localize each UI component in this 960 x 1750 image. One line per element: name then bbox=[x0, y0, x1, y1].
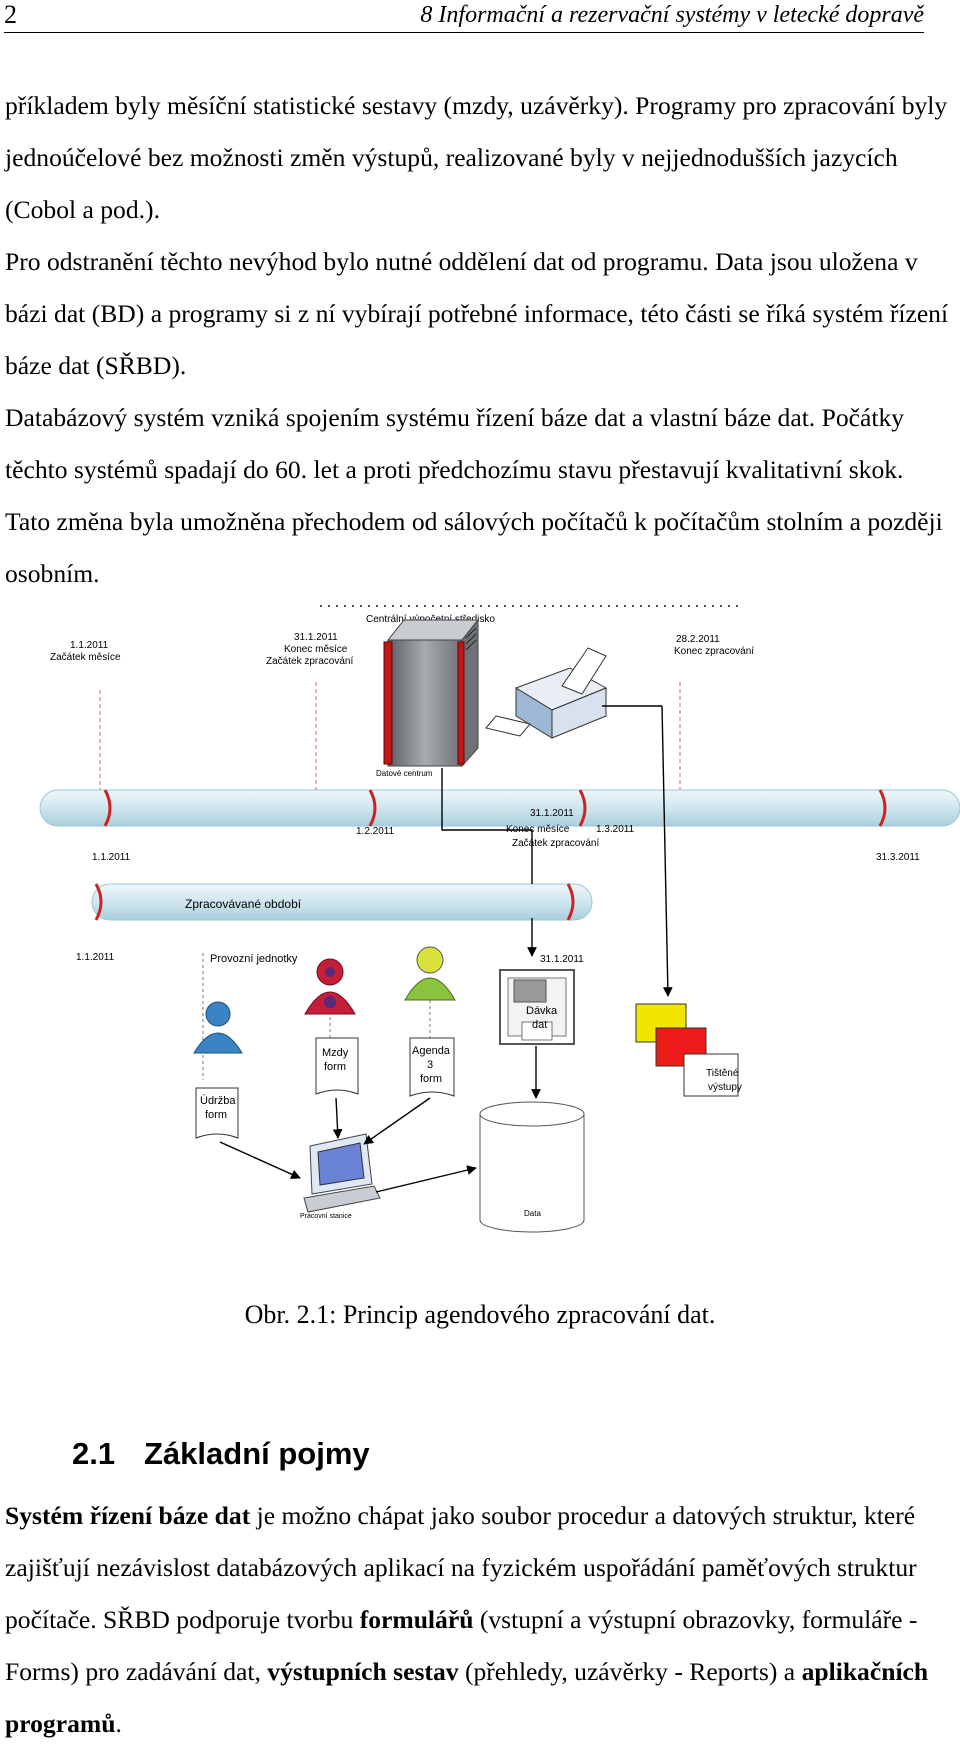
section-title: Základní pojmy bbox=[144, 1436, 370, 1471]
form-maintenance-icon bbox=[195, 1087, 239, 1139]
form-agenda-icon bbox=[409, 1037, 455, 1097]
date-label: 31.1.2011 bbox=[294, 632, 338, 643]
term-bold: výstupních sestav bbox=[267, 1657, 459, 1686]
marker bbox=[878, 789, 887, 827]
text-run: je možno chápat jako soubor procedur a d… bbox=[5, 1501, 917, 1634]
label-units: Provozní jednotky bbox=[210, 953, 298, 965]
marker bbox=[368, 789, 377, 827]
form-label: Agenda bbox=[412, 1045, 451, 1057]
flow-arrow bbox=[363, 1097, 431, 1145]
page-header: 2 8 Informační a rezervační systémy v le… bbox=[4, 0, 924, 33]
text-run: (vstupní a výstupní obrazovky, formuláře… bbox=[5, 1605, 918, 1686]
intro-text: příkladem byly měsíční statistické sesta… bbox=[5, 80, 950, 600]
date-label: 1.1.2011 bbox=[92, 852, 131, 863]
batch-label: dat bbox=[532, 1019, 547, 1031]
date-label: Začátek měsíce bbox=[50, 652, 121, 663]
form-label: Mzdy bbox=[322, 1047, 349, 1059]
paragraph: Pro odstranění těchto nevýhod bylo nutné… bbox=[5, 247, 949, 380]
running-title: 8 Informační a rezervační systémy v lete… bbox=[420, 2, 924, 28]
printed-label: Tištěné bbox=[706, 1068, 739, 1079]
page-number: 2 bbox=[4, 0, 17, 29]
section-number: 2.1 bbox=[72, 1436, 116, 1471]
database-icon bbox=[479, 1101, 585, 1233]
mainframe-server-icon bbox=[383, 618, 480, 768]
batch-label: Dávka bbox=[526, 1005, 558, 1017]
section-heading: 2.1 Základní pojmy bbox=[72, 1434, 370, 1474]
label-data: Data bbox=[524, 1209, 541, 1218]
flow-arrow bbox=[375, 1165, 477, 1193]
date-label: Začátek zpracování bbox=[512, 838, 599, 849]
marker bbox=[103, 789, 112, 827]
figure-agenda-processing: Centrální výpočetní středisko Zpracováva… bbox=[39, 605, 960, 1233]
person-blue-icon bbox=[193, 1001, 243, 1054]
date-label: 1.3.2011 bbox=[596, 824, 635, 835]
date-label: 31.1.2011 bbox=[540, 954, 584, 965]
label-data-center: Datové centrum bbox=[376, 769, 433, 778]
date-label: Konec zpracování bbox=[674, 646, 754, 657]
text-run: . bbox=[115, 1709, 122, 1738]
date-label: 1.1.2011 bbox=[70, 640, 109, 651]
term-bold: Systém řízení báze dat bbox=[5, 1501, 251, 1530]
paragraph: příkladem byly měsíční statistické sesta… bbox=[5, 91, 948, 224]
date-label: Začátek zpracování bbox=[266, 656, 353, 667]
flow-arrow bbox=[332, 1097, 343, 1139]
marker bbox=[566, 883, 575, 921]
form-label: 3 bbox=[427, 1059, 433, 1071]
date-label: Konec měsíce bbox=[284, 644, 348, 655]
date-label: 1.2.2011 bbox=[356, 826, 395, 837]
form-label: Údržba bbox=[200, 1094, 236, 1107]
text-run: (přehledy, uzávěrky - Reports) a bbox=[458, 1657, 802, 1686]
person-yellow-icon bbox=[404, 946, 456, 1001]
label-workstation: Pracovní stanice bbox=[300, 1213, 352, 1220]
date-label: 31.1.2011 bbox=[530, 808, 574, 819]
flow-arrow bbox=[219, 1141, 301, 1179]
workstation-icon bbox=[303, 1133, 381, 1213]
timeline-pipe-processing bbox=[91, 883, 593, 921]
marker bbox=[94, 883, 103, 921]
term-bold: aplikačních programů bbox=[5, 1657, 929, 1738]
paragraph: Databázový systém vzniká spojením systém… bbox=[5, 403, 943, 588]
form-label: form bbox=[324, 1061, 346, 1073]
label-processed-period: Zpracovávané období bbox=[185, 897, 302, 911]
term-bold: formulářů bbox=[359, 1605, 474, 1634]
form-label: form bbox=[420, 1073, 442, 1085]
definition-paragraph: Systém řízení báze dat je možno chápat j… bbox=[5, 1490, 950, 1750]
date-label: 1.1.2011 bbox=[76, 952, 115, 963]
person-red-icon bbox=[304, 958, 356, 1015]
form-label: form bbox=[205, 1109, 227, 1121]
date-label: 28.2.2011 bbox=[676, 634, 720, 645]
date-label: Konec měsíce bbox=[506, 824, 570, 835]
batch-data-icon bbox=[499, 969, 575, 1045]
flow-arrow bbox=[661, 705, 673, 997]
flow-arrow bbox=[441, 768, 533, 884]
printed-label: výstupy bbox=[708, 1082, 742, 1093]
timeline-pipe-top bbox=[39, 789, 960, 827]
printed-outputs-icon bbox=[635, 1003, 739, 1097]
printer-icon bbox=[485, 647, 608, 739]
figure-caption: Obr. 2.1: Princip agendového zpracování … bbox=[244, 1300, 716, 1329]
marker bbox=[578, 789, 587, 827]
date-label: 31.3.2011 bbox=[876, 852, 920, 863]
form-payroll-icon bbox=[315, 1037, 359, 1095]
